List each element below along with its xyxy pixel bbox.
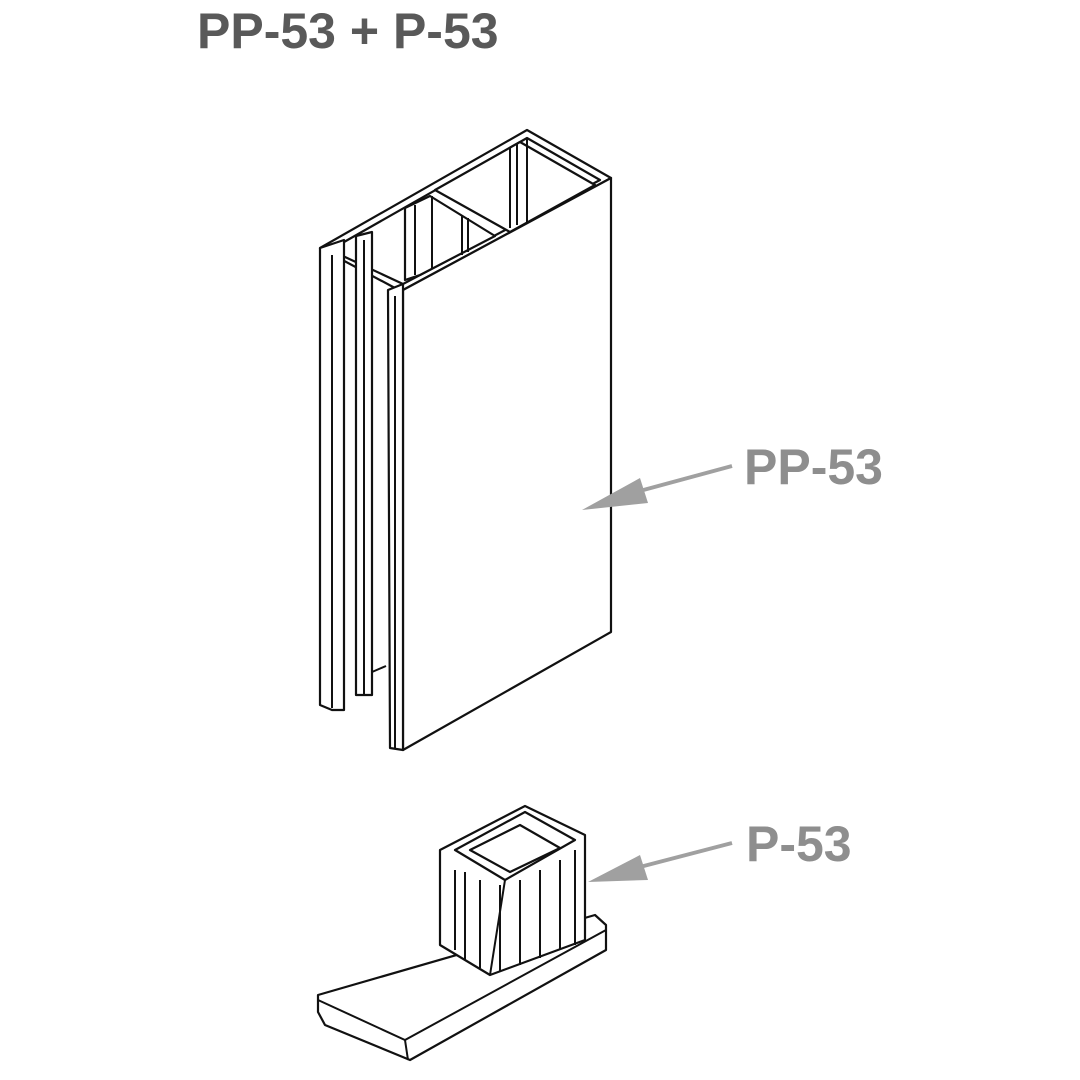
- label-p-53: P-53: [746, 816, 852, 872]
- diagram-title: PP-53 + P-53: [197, 3, 499, 59]
- p-53-arrow: [588, 841, 733, 882]
- label-pp-53: PP-53: [744, 439, 883, 495]
- profile-chamber-right: [433, 140, 597, 234]
- pp-53-arrow: [582, 464, 733, 510]
- p-53-plug: [316, 804, 608, 1062]
- pp-53-profile: [318, 128, 613, 752]
- profile-chamber-left: [403, 194, 497, 282]
